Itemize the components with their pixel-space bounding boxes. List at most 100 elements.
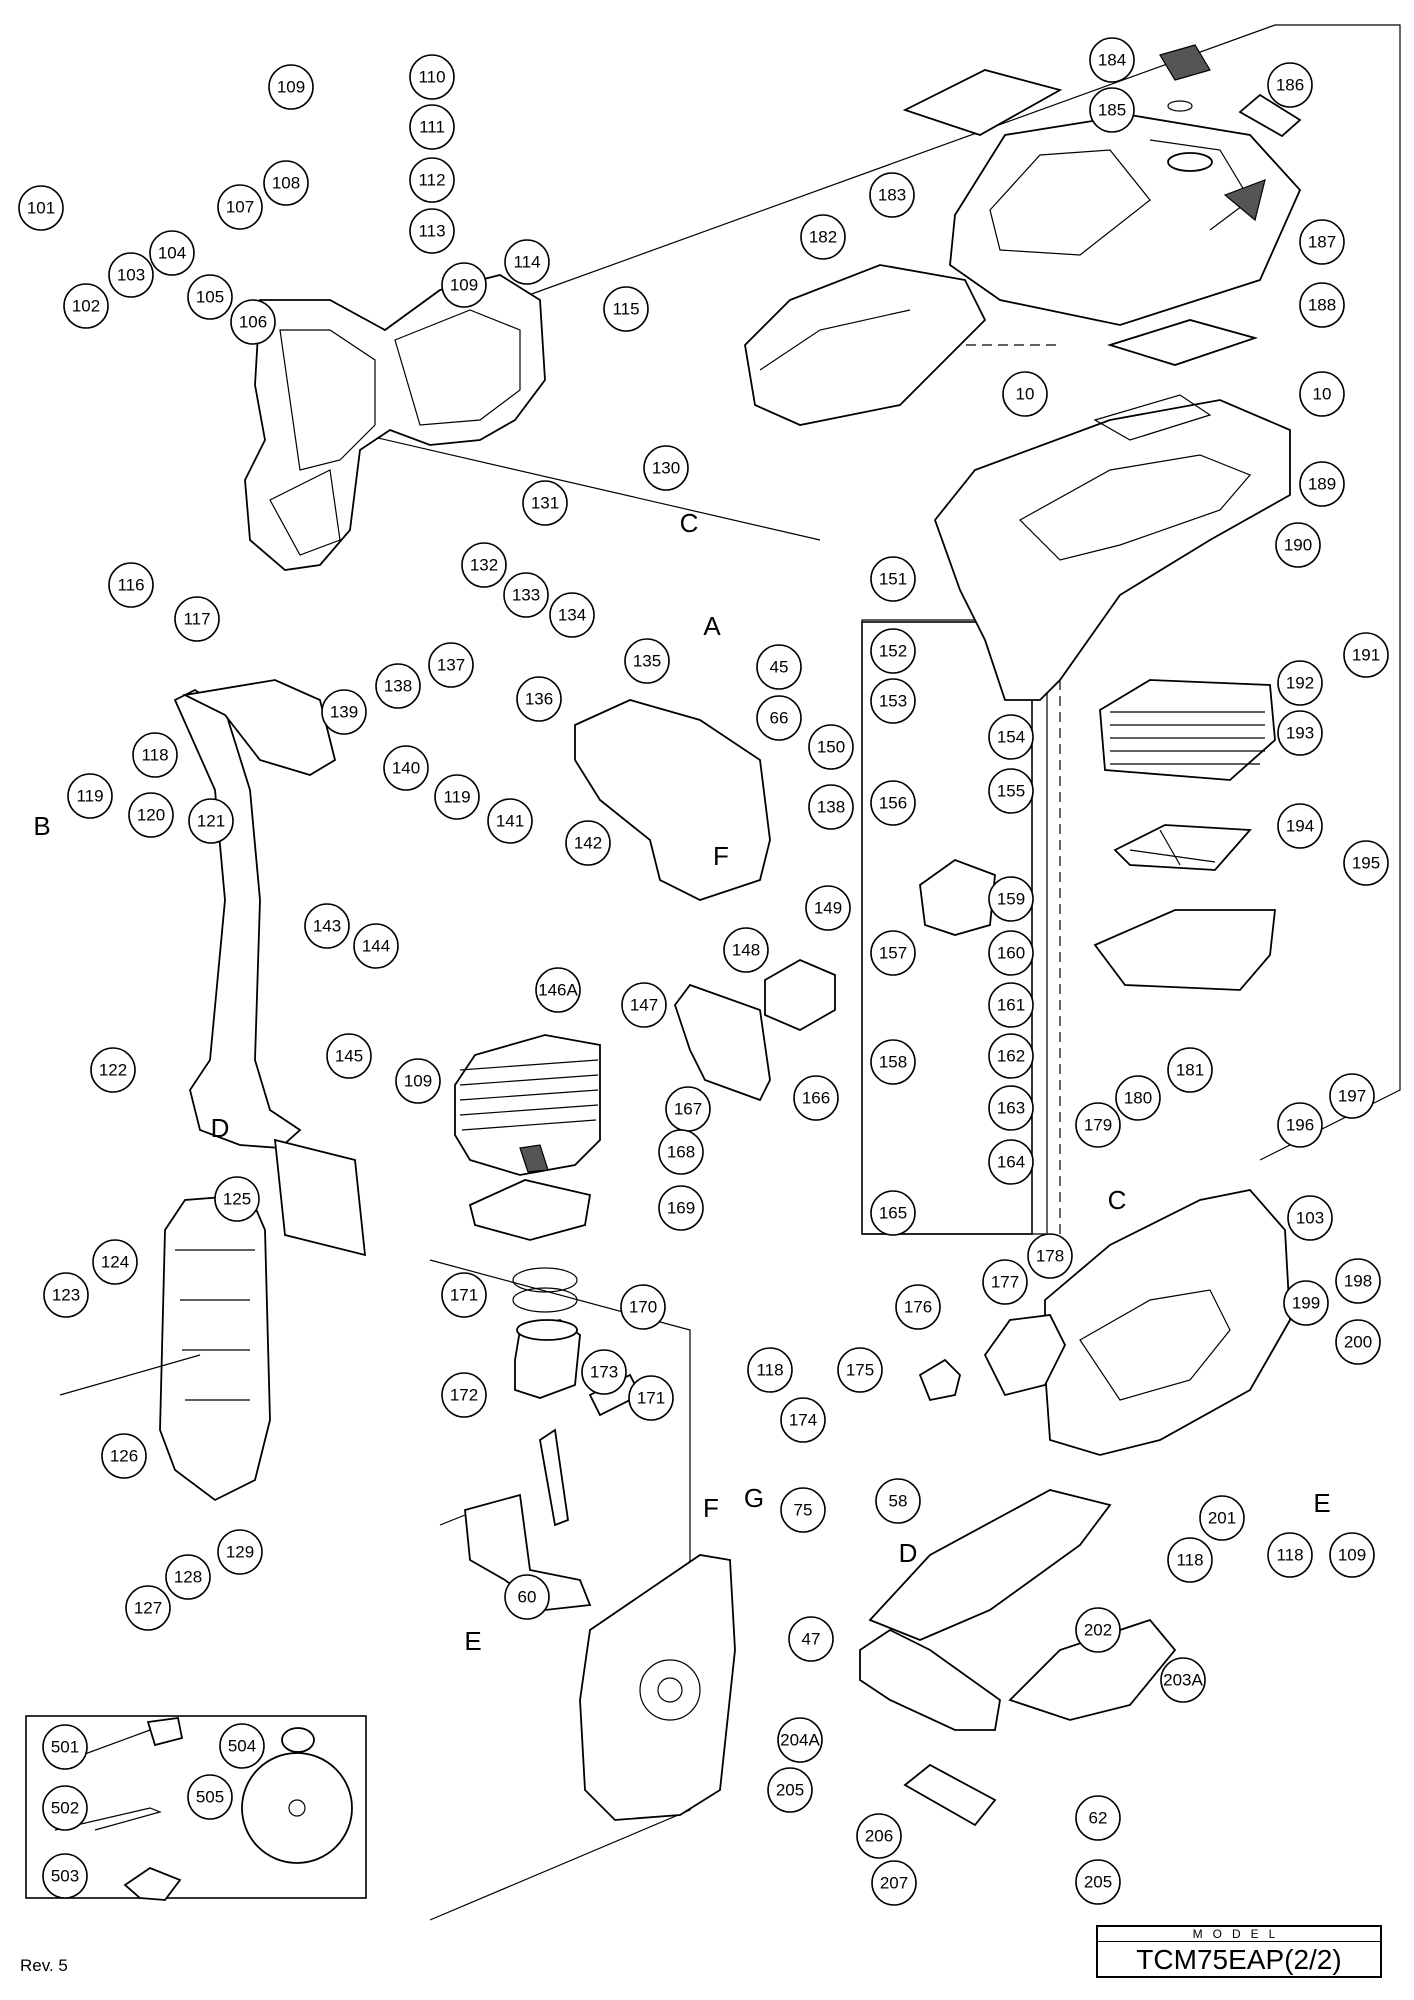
svg-text:187: 187 [1308,233,1336,252]
svg-text:58: 58 [889,1492,908,1511]
callout-202: 202 [1075,1607,1121,1653]
svg-text:503: 503 [51,1867,79,1886]
svg-text:118: 118 [1276,1546,1303,1565]
callout-159: 159 [988,876,1034,922]
svg-text:110: 110 [418,68,445,87]
svg-text:136: 136 [525,690,553,709]
svg-text:47: 47 [802,1630,821,1649]
callout-118-c: 118 [1267,1532,1313,1578]
callout-135: 135 [624,638,670,684]
svg-text:145: 145 [335,1047,363,1066]
callout-126: 126 [101,1433,147,1479]
callout-134: 134 [549,592,595,638]
callout-124: 124 [92,1239,138,1285]
callout-174: 174 [780,1397,826,1443]
svg-text:142: 142 [574,834,602,853]
callout-136: 136 [516,676,562,722]
svg-text:60: 60 [518,1588,537,1607]
callout-163: 163 [988,1085,1034,1131]
letter-C-right: C [1108,1185,1127,1215]
svg-text:157: 157 [879,944,907,963]
svg-text:172: 172 [450,1386,478,1405]
svg-text:143: 143 [313,917,341,936]
svg-text:159: 159 [997,890,1025,909]
svg-text:126: 126 [110,1447,138,1466]
callout-196: 196 [1277,1102,1323,1148]
callout-190: 190 [1275,522,1321,568]
callout-138-a: 138 [375,663,421,709]
callout-103-b: 103 [1287,1195,1333,1241]
callout-127: 127 [125,1585,171,1631]
svg-text:135: 135 [633,652,661,671]
callout-120: 120 [128,792,174,838]
svg-text:148: 148 [732,941,760,960]
svg-text:120: 120 [137,806,165,825]
fuel-cap [1159,44,1211,81]
svg-text:144: 144 [362,937,390,956]
callout-115: 115 [603,286,649,332]
callout-114: 114 [504,239,550,285]
svg-text:104: 104 [158,244,186,263]
svg-text:152: 152 [879,642,907,661]
svg-text:109: 109 [1338,1546,1366,1565]
model-caption: MODEL [1098,1927,1380,1942]
svg-text:150: 150 [817,738,845,757]
callout-10-a: 10 [1002,371,1048,417]
svg-text:198: 198 [1344,1272,1372,1291]
letter-D-left: D [211,1113,230,1143]
callout-45: 45 [756,644,802,690]
svg-text:196: 196 [1286,1116,1314,1135]
callout-113: 113 [409,208,455,254]
callout-165: 165 [870,1190,916,1236]
svg-text:10: 10 [1016,385,1035,404]
callout-150: 150 [808,724,854,770]
callout-167: 167 [665,1086,711,1132]
svg-text:179: 179 [1084,1116,1112,1135]
callout-206: 206 [856,1813,902,1859]
callout-141: 141 [487,798,533,844]
callout-179: 179 [1075,1102,1121,1148]
callout-201: 201 [1199,1495,1245,1541]
letter-B: B [33,811,50,841]
callout-101: 101 [18,185,64,231]
callout-58: 58 [875,1478,921,1524]
svg-text:205: 205 [1084,1873,1112,1892]
bottom-plate [868,1489,1112,1641]
svg-text:203A: 203A [1163,1671,1203,1690]
callout-108: 108 [263,160,309,206]
callout-116: 116 [108,562,154,608]
callout-180: 180 [1115,1075,1161,1121]
callout-176: 176 [895,1284,941,1330]
svg-text:105: 105 [196,288,224,307]
svg-text:109: 109 [404,1072,432,1091]
callout-121: 121 [188,798,234,844]
svg-text:147: 147 [630,996,658,1015]
svg-text:130: 130 [652,459,680,478]
callout-187: 187 [1299,219,1345,265]
letter-E-left: E [464,1626,481,1656]
callout-155: 155 [988,768,1034,814]
callout-197: 197 [1329,1073,1375,1119]
svg-text:75: 75 [794,1501,813,1520]
front-handle [173,679,337,1149]
svg-text:168: 168 [667,1143,695,1162]
svg-text:139: 139 [330,703,358,722]
callout-149: 149 [805,885,851,931]
callout-162: 162 [988,1033,1034,1079]
callout-118-a: 118 [132,732,178,778]
piston-ring-upper [512,1267,578,1293]
callout-130: 130 [643,445,689,491]
svg-text:190: 190 [1284,536,1312,555]
callout-156: 156 [870,780,916,826]
svg-text:108: 108 [272,174,300,193]
callout-62: 62 [1075,1795,1121,1841]
svg-text:173: 173 [590,1363,618,1382]
air-shroud [574,699,771,901]
lower-handle-204A [859,1628,1001,1731]
callout-142: 142 [565,820,611,866]
skid-plate [1008,1618,1177,1721]
svg-text:160: 160 [997,944,1025,963]
callout-144: 144 [353,923,399,969]
svg-text:171: 171 [637,1389,665,1408]
